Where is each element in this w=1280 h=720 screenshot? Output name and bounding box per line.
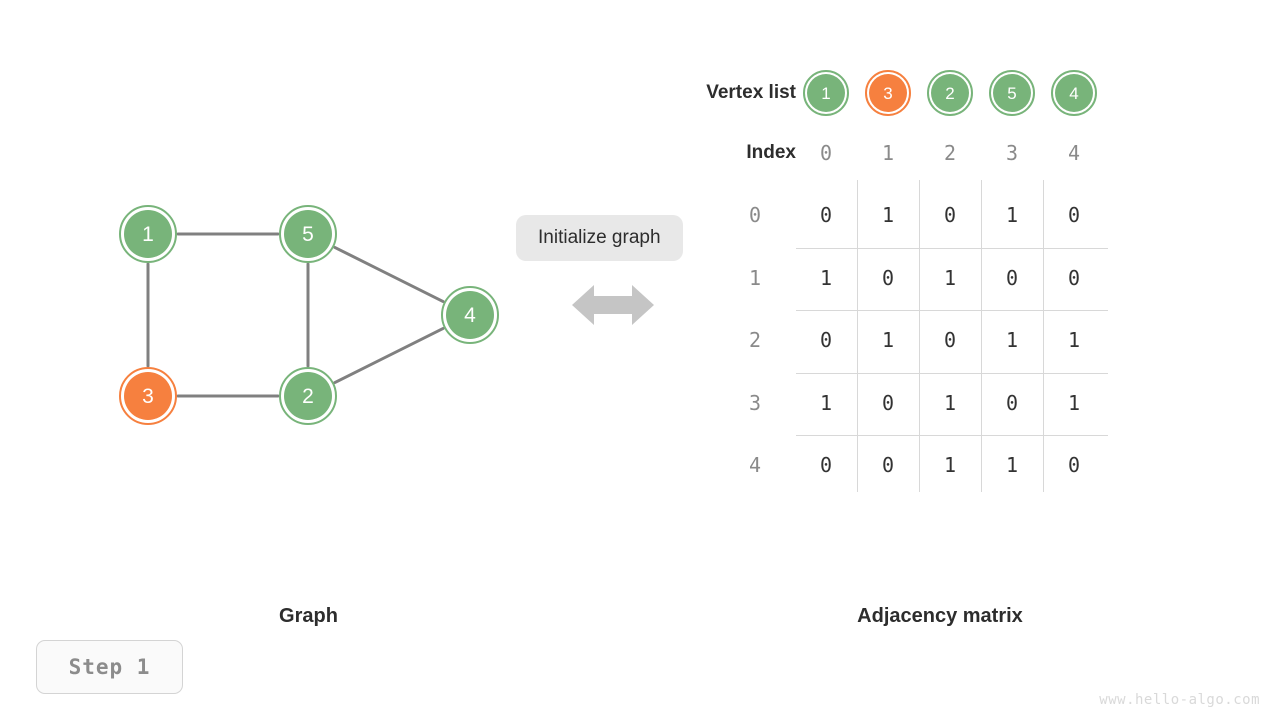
column-index-4: 4	[1067, 141, 1081, 165]
matrix-cell-4-4[interactable]: 0	[1067, 453, 1081, 477]
vertex-ring	[865, 70, 911, 116]
vertex-ring	[927, 70, 973, 116]
node-label: 4	[464, 303, 476, 327]
node-label: 1	[142, 222, 154, 246]
matrix-cell-4-0[interactable]: 0	[819, 453, 833, 477]
operation-column: Initialize graph	[516, 215, 716, 332]
graph-caption: Graph	[279, 605, 338, 627]
matrix-cell-4-3[interactable]: 1	[1005, 453, 1019, 477]
matrix-cell-4-1[interactable]: 0	[881, 453, 895, 477]
node-disc	[446, 291, 494, 339]
vertex-label: 3	[883, 83, 893, 103]
matrix-cell-2-2[interactable]: 0	[943, 328, 957, 352]
vertex-list-item-4[interactable]: 4	[1051, 70, 1097, 116]
matrix-cell-1-1[interactable]: 0	[881, 266, 895, 290]
vertex-disc	[1055, 74, 1093, 112]
matrix-cell-1-2[interactable]: 1	[943, 266, 957, 290]
matrix-cell-4-2[interactable]: 1	[943, 453, 957, 477]
row-index-0: 0	[748, 203, 762, 227]
row-index-2: 2	[748, 328, 762, 352]
graph-node-3[interactable]: 3	[119, 367, 177, 425]
graph-node-5[interactable]: 5	[279, 205, 337, 263]
matrix-cell-3-2[interactable]: 1	[943, 391, 957, 415]
index-row-label: Index	[746, 142, 796, 163]
matrix-cell-3-1[interactable]: 0	[881, 391, 895, 415]
vertex-disc	[869, 74, 907, 112]
grid-vline	[981, 180, 982, 492]
vertex-ring	[1051, 70, 1097, 116]
row-index-4: 4	[748, 453, 762, 477]
vertex-ring	[803, 70, 849, 116]
node-ring	[279, 367, 337, 425]
grid-hline	[796, 310, 1108, 311]
vertex-label: 4	[1069, 83, 1079, 103]
node-label: 3	[142, 384, 154, 408]
vertex-disc	[807, 74, 845, 112]
double-arrow-horizontal-icon	[516, 283, 710, 332]
matrix-cell-3-4[interactable]: 1	[1067, 391, 1081, 415]
matrix-cell-2-0[interactable]: 0	[819, 328, 833, 352]
vertex-ring	[989, 70, 1035, 116]
node-label: 2	[302, 384, 314, 408]
vertex-label: 2	[945, 83, 955, 103]
grid-vline	[857, 180, 858, 492]
vertex-list-item-1[interactable]: 1	[803, 70, 849, 116]
matrix-cell-0-4[interactable]: 0	[1067, 203, 1081, 227]
column-index-2: 2	[943, 141, 957, 165]
matrix-cell-3-0[interactable]: 1	[819, 391, 833, 415]
graph-node-2[interactable]: 2	[279, 367, 337, 425]
grid-hline	[796, 372, 1108, 374]
operation-label: Initialize graph	[516, 215, 683, 261]
matrix-cell-2-4[interactable]: 1	[1067, 328, 1081, 352]
step-badge: Step 1	[36, 640, 183, 694]
matrix-cell-3-3[interactable]: 0	[1005, 391, 1019, 415]
matrix-cell-1-4[interactable]: 0	[1067, 266, 1081, 290]
vertex-list-item-3[interactable]: 3	[865, 70, 911, 116]
graph-node-1[interactable]: 1	[119, 205, 177, 263]
column-index-3: 3	[1005, 141, 1019, 165]
vertex-disc	[993, 74, 1031, 112]
node-disc	[284, 372, 332, 420]
row-index-1: 1	[748, 266, 762, 290]
vertex-label: 1	[821, 83, 831, 103]
node-ring	[279, 205, 337, 263]
node-ring	[441, 286, 499, 344]
graph-edges-layer	[146, 232, 445, 398]
grid-hline	[796, 435, 1108, 436]
matrix-cell-2-1[interactable]: 1	[881, 328, 895, 352]
grid-vline	[1043, 180, 1044, 492]
graph-edge	[333, 245, 445, 304]
grid-vline	[919, 180, 920, 492]
matrix-cell-0-1[interactable]: 1	[881, 203, 895, 227]
vertex-list-item-2[interactable]: 2	[927, 70, 973, 116]
matrix-cell-1-0[interactable]: 1	[819, 266, 833, 290]
graph-node-4[interactable]: 4	[441, 286, 499, 344]
watermark: www.hello-algo.com	[1099, 692, 1260, 708]
matrix-cell-0-2[interactable]: 0	[943, 203, 957, 227]
matrix-cell-0-0[interactable]: 0	[819, 203, 833, 227]
node-label: 5	[302, 222, 314, 246]
matrix-cell-2-3[interactable]: 1	[1005, 328, 1019, 352]
column-index-1: 1	[881, 141, 895, 165]
node-disc	[124, 210, 172, 258]
column-index-0: 0	[819, 141, 833, 165]
vertex-list-label: Vertex list	[706, 82, 796, 103]
node-ring	[119, 367, 177, 425]
grid-hline	[796, 247, 1108, 249]
adjacency-matrix-caption: Adjacency matrix	[857, 605, 1023, 627]
matrix-cell-1-3[interactable]: 0	[1005, 266, 1019, 290]
node-disc	[284, 210, 332, 258]
node-disc	[124, 372, 172, 420]
row-index-3: 3	[748, 391, 762, 415]
matrix-cell-0-3[interactable]: 1	[1005, 203, 1019, 227]
graph-edge	[333, 326, 445, 385]
graph-panel: 1 5 4 3 2	[0, 0, 520, 560]
adjacency-matrix-panel: Vertex list Index 1 3 2 5 4 0 1 2 3 4 0 1 2 3 4 0 1 0 1…	[640, 0, 1280, 560]
node-ring	[119, 205, 177, 263]
vertex-label: 5	[1007, 83, 1017, 103]
vertex-list-item-5[interactable]: 5	[989, 70, 1035, 116]
vertex-disc	[931, 74, 969, 112]
